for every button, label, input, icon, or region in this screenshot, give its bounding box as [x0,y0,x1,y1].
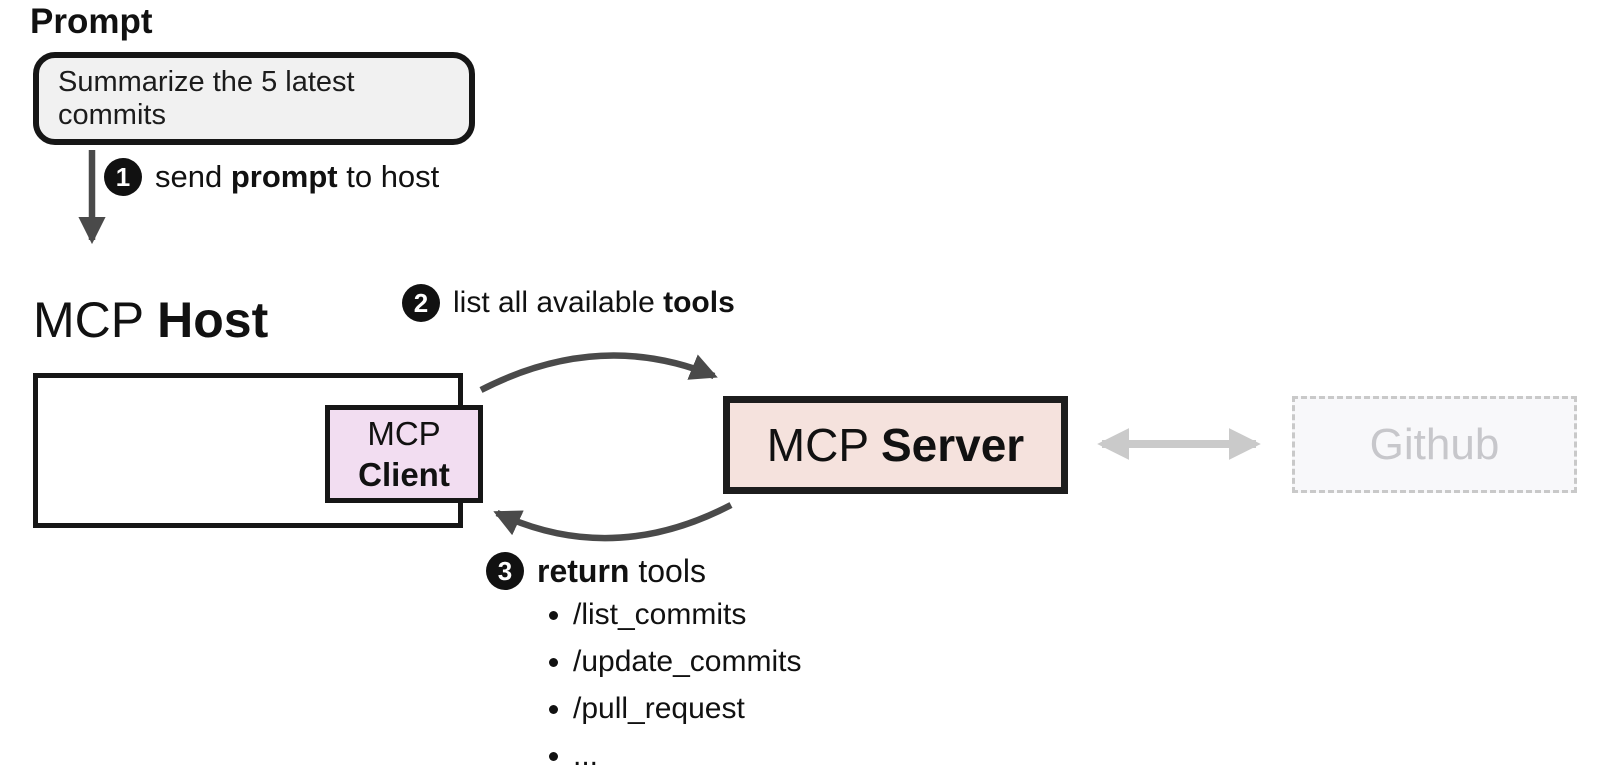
mcp-server-box: MCP Server [723,396,1068,494]
step2-text: list all available tools [453,286,735,319]
step3-label: 3 return tools [486,552,706,590]
prompt-title: Prompt [30,2,153,41]
step3-text: return tools [537,552,706,589]
mcp-host-label: MCP Host [33,292,269,348]
step1-number-badge: 1 [104,158,142,196]
arrow-client-to-server [479,352,718,393]
arrow-server-to-client [493,502,733,542]
tool-item: /pull_request [573,692,801,725]
tool-item: /update_commits [573,645,801,678]
mcp-client-label-line2: Client [358,456,450,493]
tool-item: /list_commits [573,598,801,631]
tool-item: ... [573,739,801,772]
step3-number-badge: 3 [486,552,524,590]
step1-label: 1 send prompt to host [104,158,439,196]
github-label: Github [1369,419,1500,469]
step2-number-badge: 2 [402,284,440,322]
step2-label: 2 list all available tools [402,284,735,322]
prompt-box: Summarize the 5 latest commits [33,52,475,145]
step1-text: send prompt to host [155,159,440,194]
tools-list: /list_commits /update_commits /pull_requ… [545,598,801,780]
github-box: Github [1292,396,1577,493]
mcp-client-box: MCP Client [325,405,483,503]
mcp-client-label-line1: MCP [367,414,441,452]
prompt-text: Summarize the 5 latest commits [58,65,355,131]
